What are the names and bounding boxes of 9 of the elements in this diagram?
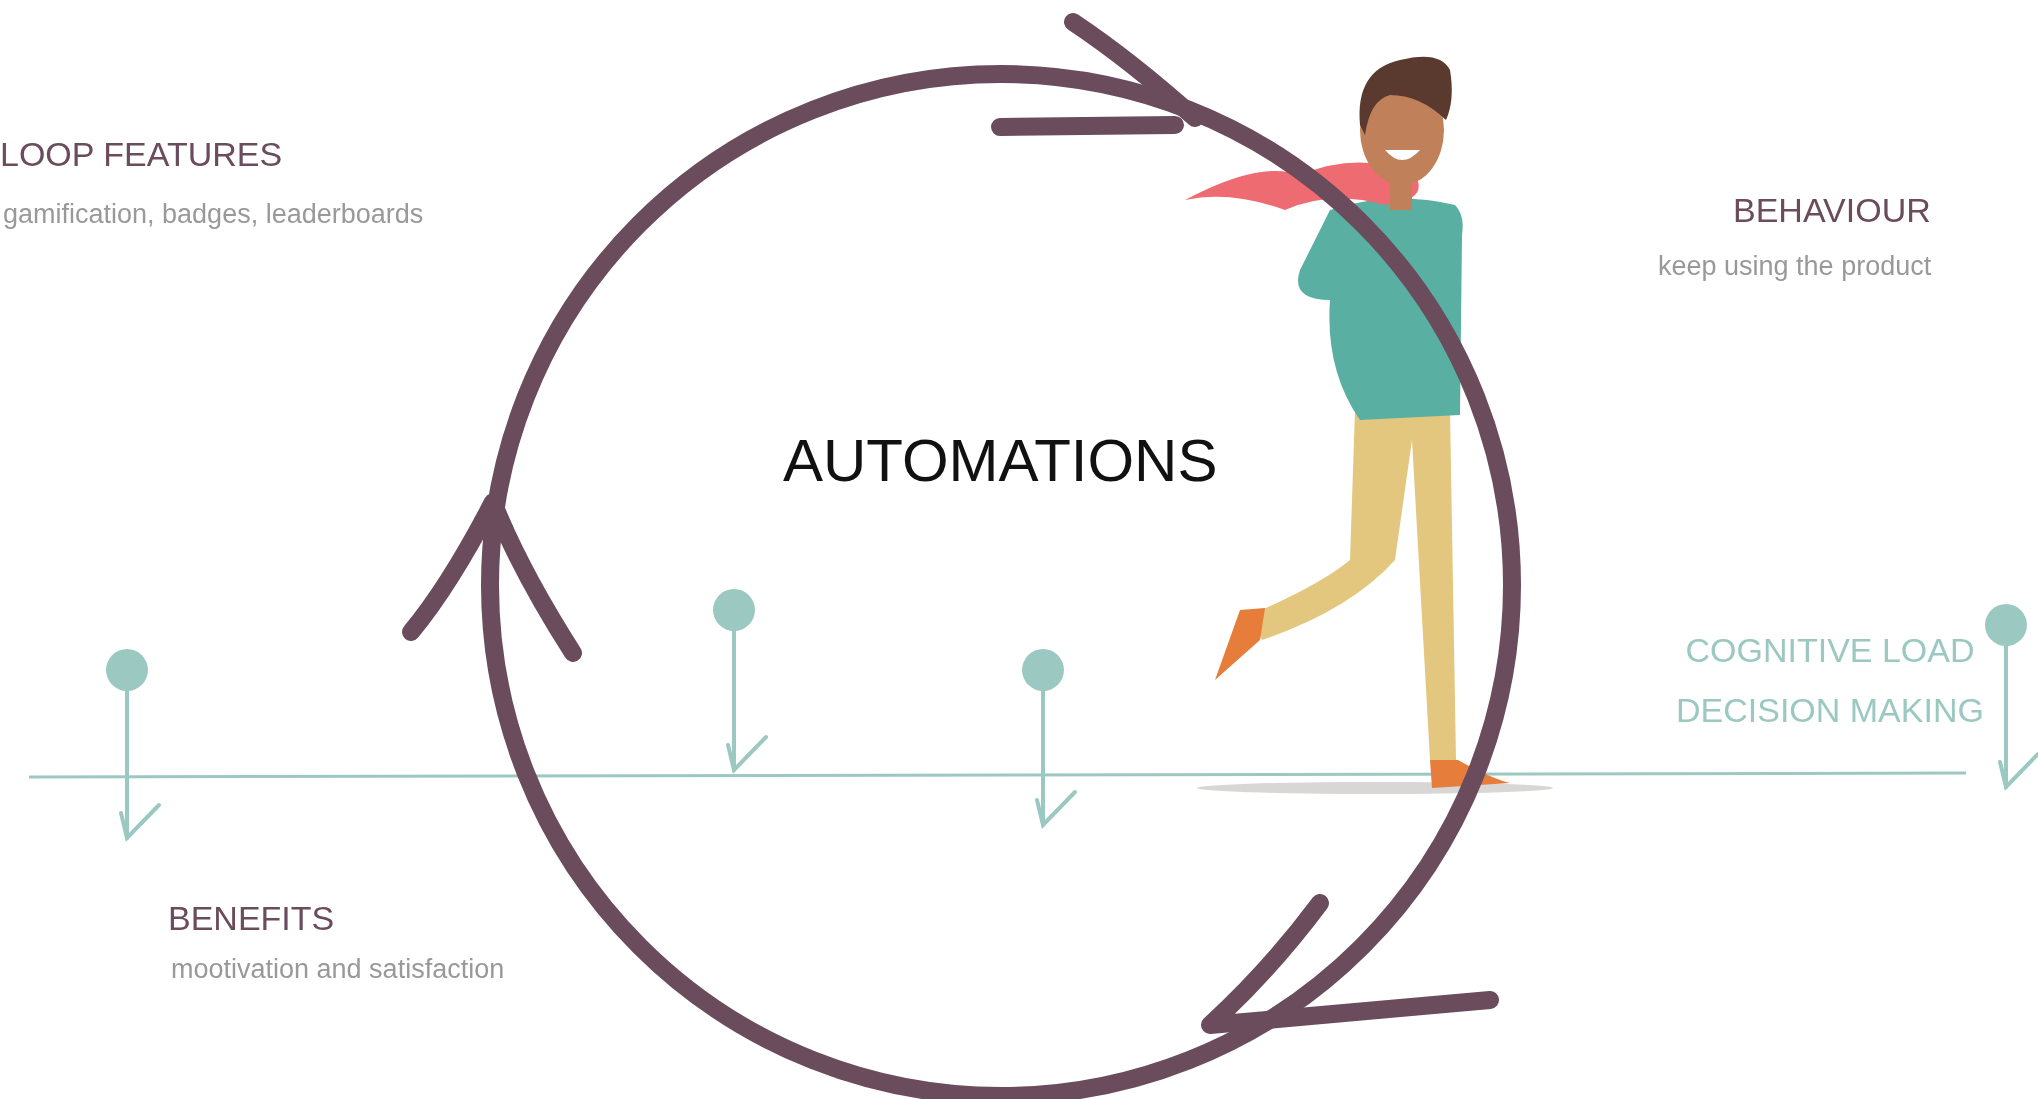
- description: gamification, badges, leaderboards: [3, 200, 424, 230]
- center-title: AUTOMATIONS: [783, 428, 1218, 494]
- heading: BEHAVIOUR: [1733, 192, 1931, 230]
- description: mootivation and satisfaction: [171, 955, 505, 985]
- heading: DECISION MAKING: [1676, 692, 1984, 730]
- heading: COGNITIVE LOAD: [1685, 632, 1975, 670]
- description: keep using the product: [1658, 252, 1932, 282]
- heading: BENEFITS: [168, 900, 335, 938]
- heading: LOOP FEATURES: [0, 136, 283, 174]
